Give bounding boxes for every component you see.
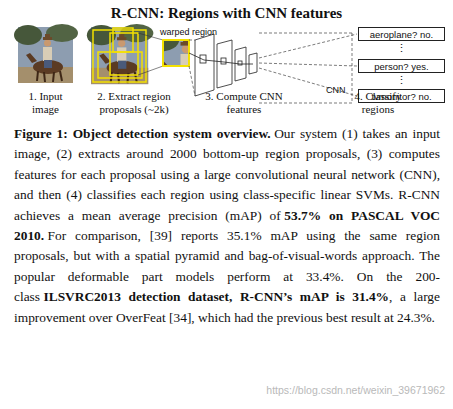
class-score-text: person? yes. — [374, 61, 428, 72]
proposal-image — [87, 24, 154, 84]
warped-region-border — [163, 40, 189, 66]
step-label: 2. Extract region proposals (~2k) — [88, 90, 180, 115]
figure-title: R-CNN: Regions with CNN features — [0, 5, 453, 22]
ellipsis: ⋮ — [396, 74, 410, 87]
class-score-box: person? yes. — [358, 59, 445, 73]
cnn-layers — [189, 34, 257, 96]
input-image — [14, 24, 78, 83]
step-label: 4. Classify regions — [345, 90, 411, 115]
warped-region — [163, 40, 189, 66]
class-score-box: aeroplane? no. — [358, 27, 445, 41]
cnn-label: CNN — [326, 85, 352, 95]
caption-heading: Figure 1: Object detection system overvi… — [14, 126, 271, 141]
watermark: https://blog.csdn.net/weixin_39671962 — [266, 384, 445, 396]
region-label: warped region — [160, 27, 230, 37]
class-score-text: aeroplane? no. — [370, 29, 433, 40]
figure-caption: Figure 1: Object detection system overvi… — [14, 124, 440, 328]
proposal-leader-lines — [138, 33, 163, 75]
step-label: 3. Compute CNN features — [198, 90, 290, 115]
ellipsis: ⋮ — [396, 42, 410, 55]
step-label: 1. Input image — [18, 90, 73, 115]
caption-highlight: ILSVRC2013 detection dataset, R-CNN’s mA… — [44, 289, 390, 304]
